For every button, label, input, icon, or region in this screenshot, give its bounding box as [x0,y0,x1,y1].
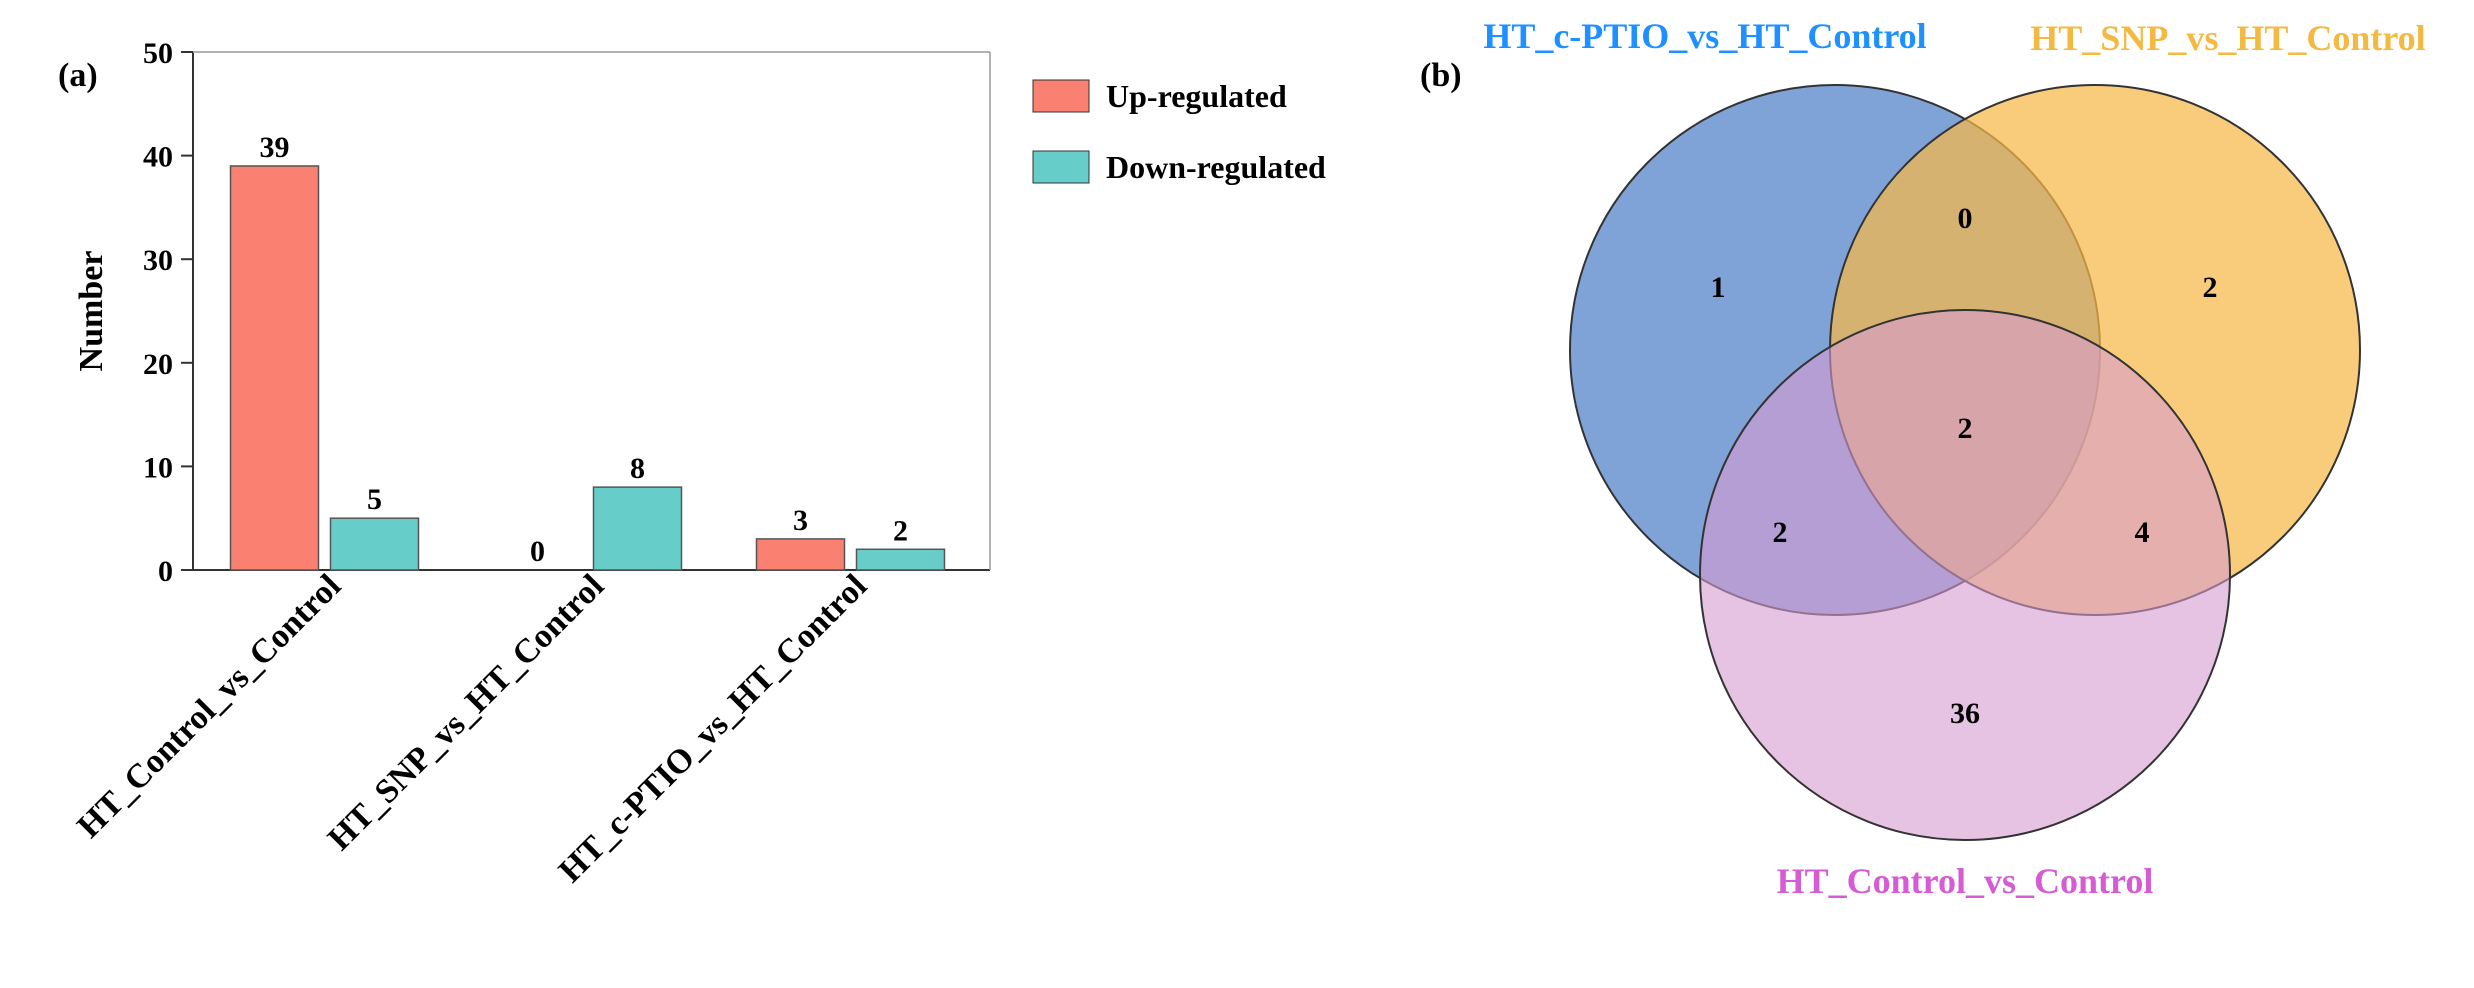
x-tick-labels: HT_Control_vs_ControlHT_SNP_vs_HT_Contro… [70,567,874,889]
y-tick-label: 40 [143,141,173,174]
x-tick-label: HT_Control_vs_Control [70,567,348,845]
y-tick-label: 0 [158,555,173,588]
y-tick-label: 10 [143,451,173,484]
panel-b-label: (b) [1420,57,1462,94]
venn-circle-c [1699,309,2231,841]
y-ticks: 0 10 20 30 40 50 [143,37,193,588]
data-label: 0 [530,535,545,568]
venn-count-abc: 2 [1958,412,1973,445]
bar-up-3 [755,538,846,571]
venn-count-ac-only: 2 [1773,516,1788,549]
data-label: 39 [260,131,290,164]
venn-set-label-a: HT_c-PTIO_vs_HT_Control [1483,16,1926,56]
data-label: 2 [893,514,908,547]
y-tick-label: 50 [143,37,173,70]
data-label: 5 [367,483,382,516]
x-tick-label: HT_c-PTIO_vs_HT_Control [552,567,874,889]
venn-diagram-panel: (b) HT_c-PTIO_vs_HT_Control HT_SNP_vs_HT… [1420,16,2426,901]
bars: 39 5 0 8 3 2 [229,131,946,571]
venn-set-label-b: HT_SNP_vs_HT_Control [2030,18,2425,58]
venn-count-c-only: 36 [1950,697,1980,730]
venn-count-bc-only: 4 [2135,516,2150,549]
x-tick-label: HT_SNP_vs_HT_Control [321,567,611,857]
legend-swatch-down [1032,150,1090,184]
legend-swatch-up [1032,79,1090,113]
bar-down-3 [855,548,946,571]
venn-count-a-only: 1 [1711,271,1726,304]
y-axis-title: Number [73,251,110,372]
data-label: 3 [793,504,808,537]
venn-count-b-only: 2 [2203,271,2218,304]
venn-count-ab-only: 0 [1958,202,1973,235]
bar-down-2 [592,486,683,571]
bar-up-1 [229,165,320,571]
y-tick-label: 30 [143,244,173,277]
bar-down-1 [329,517,420,571]
y-tick-label: 20 [143,348,173,381]
legend: Up-regulated Down-regulated [1032,78,1326,185]
panel-a-label: (a) [58,57,98,94]
legend-label-down: Down-regulated [1106,149,1326,185]
data-label: 8 [630,452,645,485]
legend-label-up: Up-regulated [1106,78,1287,114]
venn-set-label-c: HT_Control_vs_Control [1777,861,2154,901]
